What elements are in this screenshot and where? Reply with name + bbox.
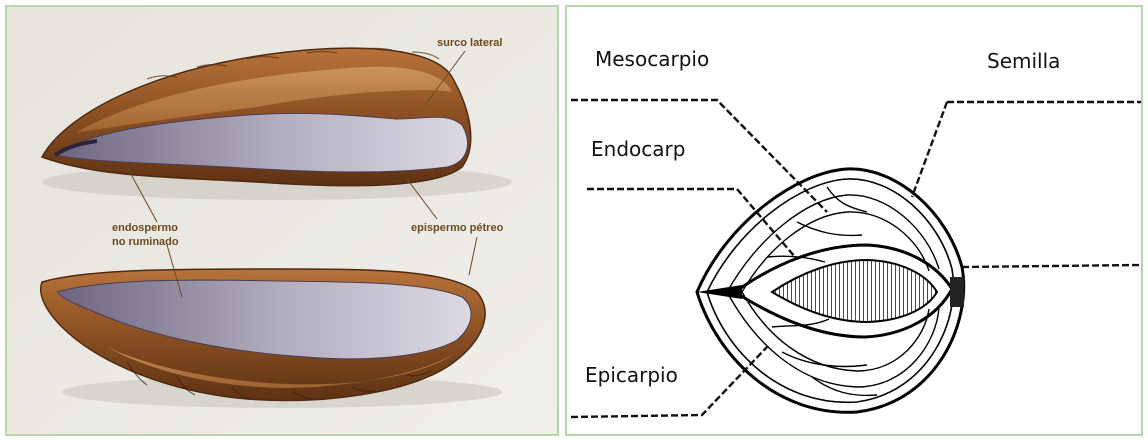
lower-seed-half [41,269,502,408]
label-endocarp: Endocarp [591,137,685,161]
label-semilla: Semilla [987,49,1060,73]
seed [772,260,937,322]
seed-photo: surco lateral endospermo no ruminado epi… [7,7,557,434]
label-endospermo-line2: no ruminado [112,236,179,248]
fruit-diagram: Mesocarpio Semilla Endocarp Epicarpio [567,7,1141,434]
label-surco-lateral: surco lateral [437,37,502,49]
label-epispermo: epispermo pétreo [411,222,504,234]
fruit-cap [950,277,964,307]
fruit-diagram-panel: Mesocarpio Semilla Endocarp Epicarpio [565,5,1143,436]
seed-photo-panel: surco lateral endospermo no ruminado epi… [5,5,559,436]
label-epicarpio: Epicarpio [585,363,678,387]
label-endospermo-line1: endospermo [112,222,178,234]
fruit-tip [697,285,742,299]
label-mesocarpio: Mesocarpio [595,47,709,71]
